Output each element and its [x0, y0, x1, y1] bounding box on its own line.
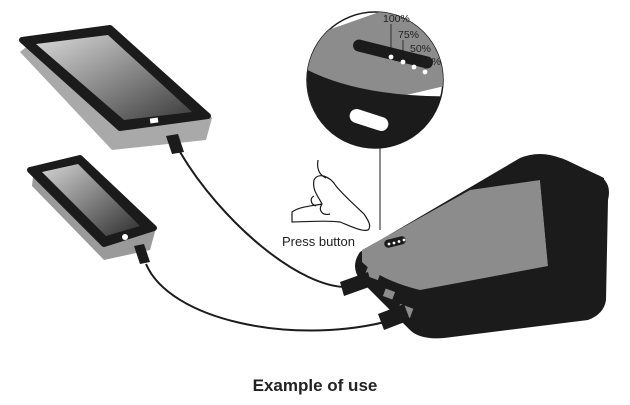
level-label-25: 25%: [420, 56, 441, 68]
battery-indicator-leds: [388, 24, 428, 75]
hand-icon: [291, 159, 371, 231]
zoom-callout: 100% 75% 50% 25%: [306, 11, 444, 149]
level-label-75: 75%: [398, 29, 419, 41]
power-bank: [340, 154, 609, 339]
figure-caption: Example of use: [252, 376, 378, 395]
led-75: [400, 59, 406, 65]
smartphone-device: [27, 155, 157, 264]
charging-cables: [145, 151, 386, 332]
tablet-device: [19, 25, 212, 154]
level-label-50: 50%: [410, 43, 431, 55]
led-50: [411, 64, 417, 70]
level-label-100: 100%: [383, 13, 410, 25]
press-button-label: Press button: [282, 234, 355, 249]
led-25: [422, 69, 428, 75]
led-100: [388, 54, 394, 60]
